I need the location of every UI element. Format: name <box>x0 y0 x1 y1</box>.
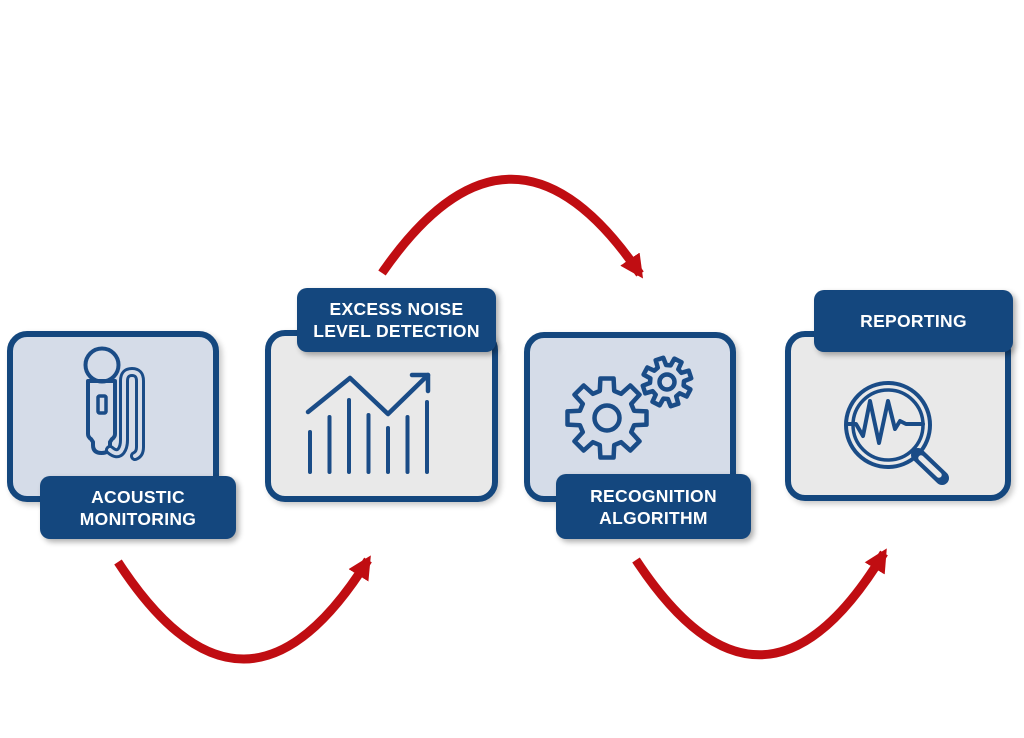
label-line: REPORTING <box>860 311 967 331</box>
label-line: ACOUSTIC <box>91 486 185 507</box>
label-acoustic-monitoring: ACOUSTIC MONITORING <box>40 476 236 539</box>
label-line: EXCESS NOISE <box>329 299 464 319</box>
label-excess-noise-level-detection: EXCESS NOISE LEVEL DETECTION <box>297 288 496 352</box>
flow-arrow-top <box>378 174 644 279</box>
label-line: MONITORING <box>79 508 197 529</box>
label-recognition-algorithm: RECOGNITION ALGORITHM <box>556 474 751 539</box>
microphone-icon <box>83 346 145 461</box>
label-line: RECOGNITION <box>590 485 717 506</box>
panel-recognition-algorithm <box>524 332 736 502</box>
panel-acoustic-monitoring <box>7 331 219 502</box>
bar-chart-trend-icon <box>305 372 431 474</box>
gears-icon <box>565 355 694 460</box>
label-reporting: REPORTING <box>814 290 1013 352</box>
label-line: ALGORITHM <box>599 507 708 528</box>
flow-arrow-bottom-left <box>114 555 372 664</box>
panel-reporting <box>785 331 1011 501</box>
panel-excess-noise-level-detection <box>265 330 498 502</box>
flow-arrow-bottom-right <box>632 548 888 660</box>
magnifier-waveform-icon <box>844 381 949 485</box>
label-line: LEVEL DETECTION <box>313 321 480 341</box>
